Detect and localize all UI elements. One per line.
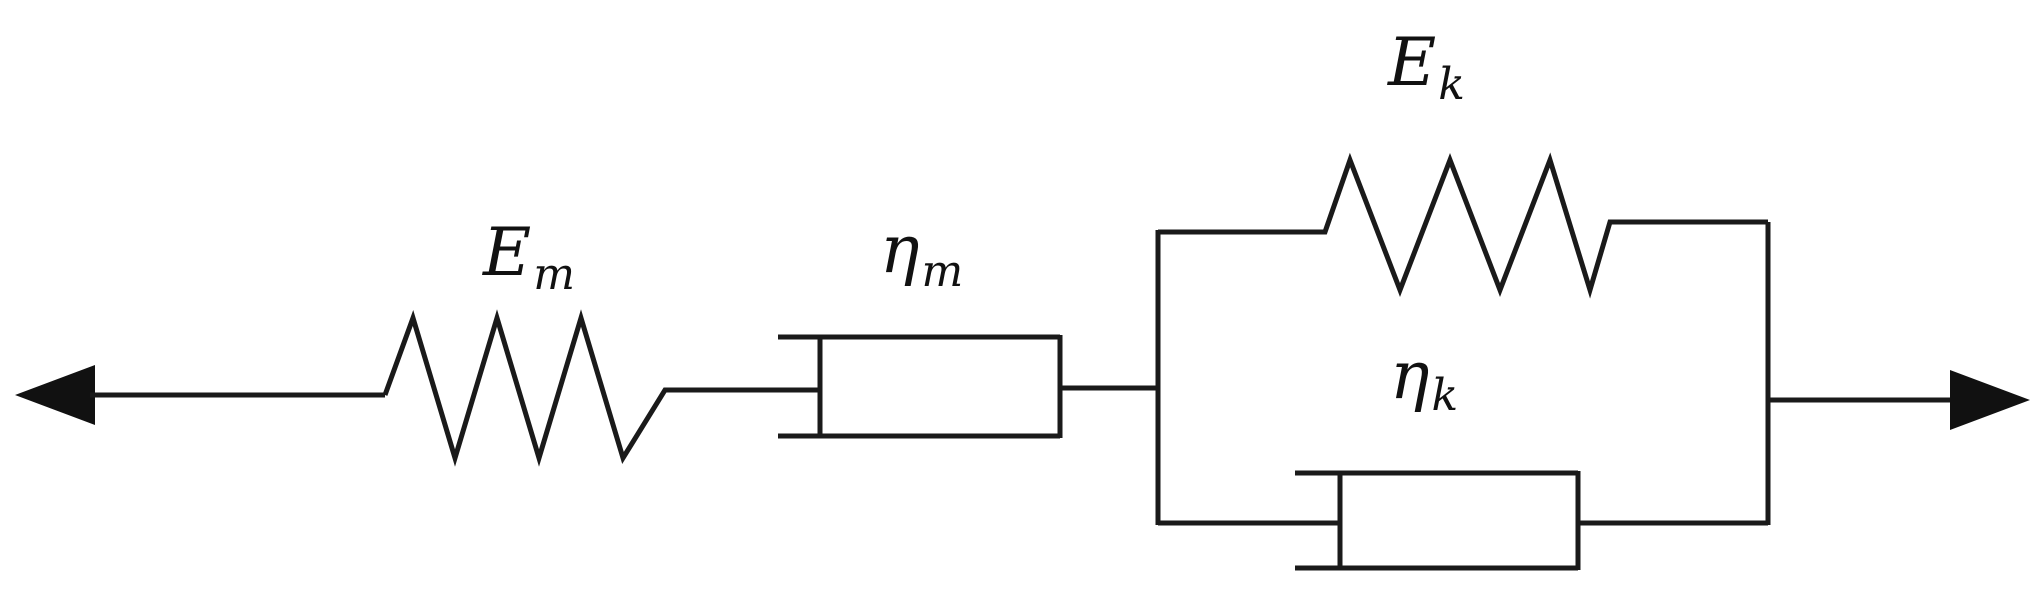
spring-ek xyxy=(1158,152,1768,299)
left-arrowhead xyxy=(15,365,95,425)
label-ek: Ek xyxy=(1387,24,1465,110)
spring-em xyxy=(382,309,790,467)
label-eta-k: ηk xyxy=(1390,337,1458,421)
dashpot-em xyxy=(778,334,1063,439)
label-eta-m: ηm xyxy=(880,211,963,297)
dashpot-ek xyxy=(1158,470,1768,571)
right-arrowhead xyxy=(1950,370,2030,430)
label-em: Em xyxy=(482,214,575,300)
